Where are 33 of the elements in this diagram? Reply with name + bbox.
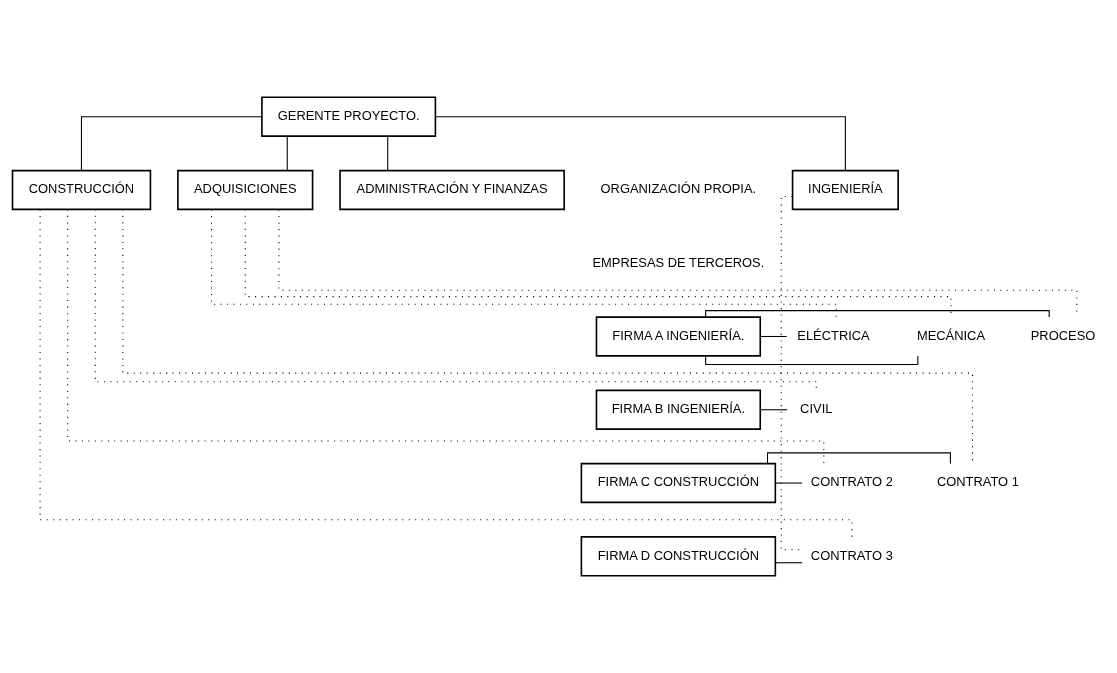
connector xyxy=(760,409,788,411)
node-text: MECÁNICA xyxy=(916,327,986,343)
node-text: CONTRATO 3 xyxy=(810,547,893,563)
node-box: FIRMA D CONSTRUCCIÓN xyxy=(580,536,777,577)
node-box: FIRMA A INGENIERÍA. xyxy=(595,316,762,357)
node-text: PROCESO xyxy=(1030,327,1096,343)
node-box: GERENTE PROYECTO. xyxy=(261,96,437,137)
node-box: ADMINISTRACIÓN Y FINANZAS xyxy=(339,169,565,211)
node-text: CIVIL xyxy=(800,401,833,417)
connector xyxy=(775,562,803,564)
node-text: CONTRATO 2 xyxy=(810,474,893,490)
connector xyxy=(387,135,389,171)
connector xyxy=(780,195,803,551)
label: EMPRESAS DE TERCEROS. xyxy=(592,254,765,270)
connector xyxy=(278,209,1078,318)
connector xyxy=(122,209,974,464)
connector xyxy=(775,482,803,484)
label: ORGANIZACIÓN PROPIA. xyxy=(600,181,757,197)
connector xyxy=(80,116,263,171)
node-text: CONTRATO 1 xyxy=(936,474,1019,490)
node-box: FIRMA C CONSTRUCCIÓN xyxy=(580,462,777,504)
connector xyxy=(759,335,788,338)
connector xyxy=(434,116,846,171)
node-box: ADQUISICIONES xyxy=(177,169,314,211)
node-box: INGENIERÍA xyxy=(791,169,899,211)
connector xyxy=(767,452,951,464)
node-box: FIRMA B INGENIERÍA. xyxy=(595,389,762,430)
node-box: CONSTRUCCIÓN xyxy=(11,169,152,211)
connector xyxy=(286,135,288,171)
connector xyxy=(67,209,825,465)
node-text: ELÉCTRICA xyxy=(797,327,870,343)
connector xyxy=(94,208,817,391)
connector xyxy=(705,355,919,366)
